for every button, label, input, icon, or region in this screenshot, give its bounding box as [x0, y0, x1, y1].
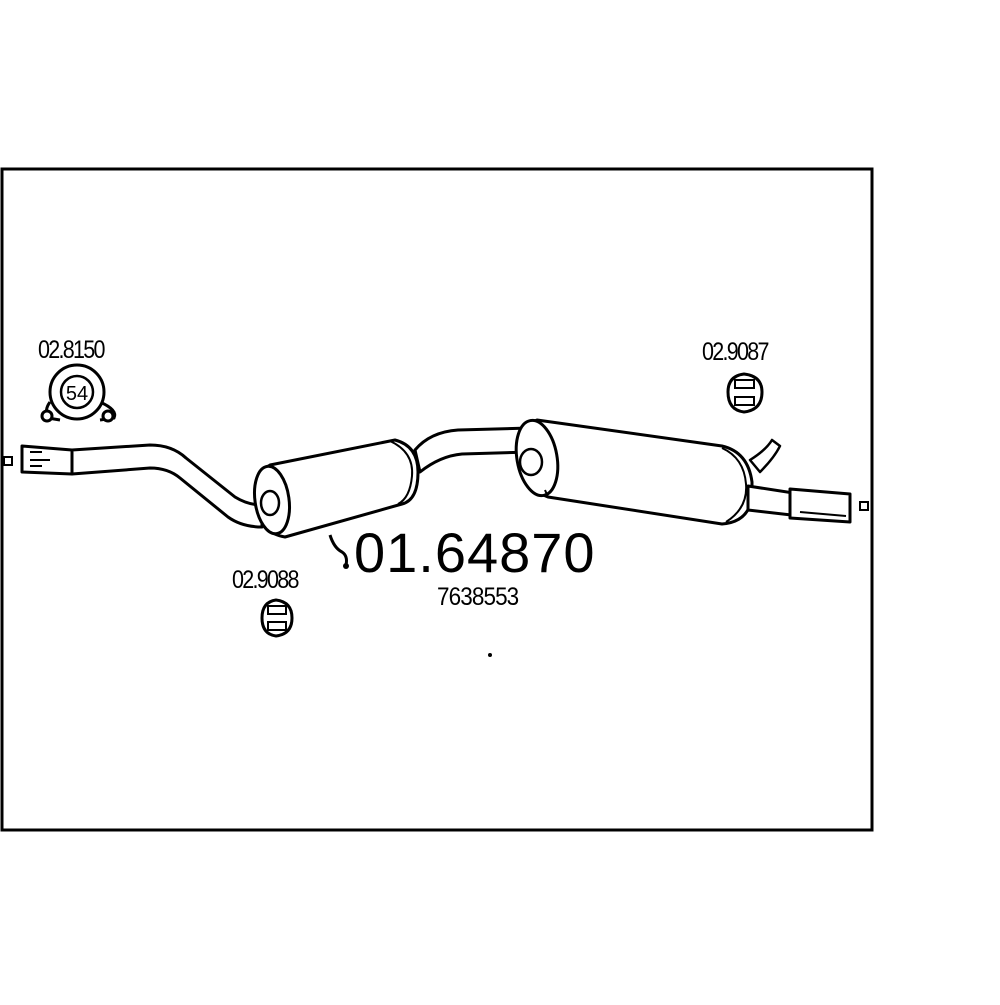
clamp-icon: 54	[40, 363, 117, 423]
accessory-code-rear-hanger: 02.9087	[702, 338, 769, 366]
outlet-end-marker	[859, 501, 869, 511]
rear-hanger-bracket	[748, 438, 782, 474]
tail-tip	[788, 487, 852, 524]
accessory-code-clamp: 02.8150	[38, 336, 105, 364]
dot-mark	[488, 653, 492, 657]
accessory-code-front-hanger: 02.9088	[232, 566, 299, 594]
intermediate-pipe	[413, 426, 534, 474]
rubber-hanger-icon	[726, 372, 764, 414]
diagram-frame	[0, 167, 874, 832]
front-pipe	[70, 443, 264, 529]
clamp-size-text: 54	[66, 383, 88, 405]
inlet-end-marker	[3, 456, 13, 466]
front-hanger-stud	[328, 534, 348, 566]
part-number: 01.64870	[354, 521, 596, 584]
oe-number: 7638553	[437, 583, 519, 611]
rubber-hanger-icon	[260, 598, 294, 638]
